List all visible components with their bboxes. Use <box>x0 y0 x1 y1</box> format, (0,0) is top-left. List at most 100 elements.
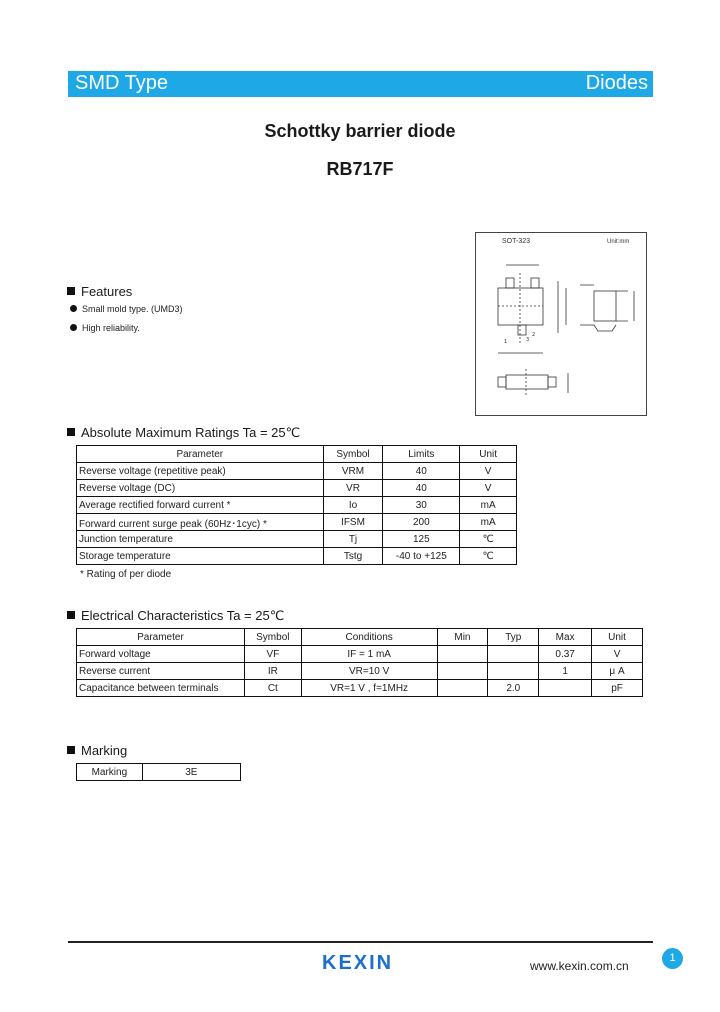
table-cell: Reverse voltage (repetitive peak) <box>76 462 324 480</box>
table-row: Storage temperature Tstg -40 to +125 ℃ <box>76 547 517 565</box>
table-cell: VR <box>322 479 384 497</box>
square-bullet-icon <box>67 746 75 754</box>
column-header: Parameter <box>76 628 245 646</box>
table-cell: 200 <box>382 513 461 531</box>
table-cell: 1 <box>538 662 593 680</box>
column-header: Symbol <box>243 628 302 646</box>
package-outline-drawing: SOT-323 Unit:mm <box>475 232 647 416</box>
svg-text:1: 1 <box>504 339 507 345</box>
table-cell: Reverse voltage (DC) <box>76 479 324 497</box>
table-cell <box>436 645 489 663</box>
feature-item: High reliability. <box>70 323 140 333</box>
table-cell: 125 <box>382 530 461 548</box>
table-row: Forward current surge peak (60Hz･1cyc) *… <box>76 513 517 531</box>
table-cell: IFSM <box>322 513 384 531</box>
column-header: Conditions <box>300 628 438 646</box>
table-cell: V <box>459 479 517 497</box>
abs-max-heading: Absolute Maximum Ratings Ta = 25℃ <box>67 425 300 441</box>
package-unit: Unit:mm <box>607 239 630 245</box>
table-cell: Storage temperature <box>76 547 324 565</box>
footer-url[interactable]: www.kexin.com.cn <box>530 959 629 973</box>
features-heading: Features <box>67 284 132 299</box>
table-cell: Tj <box>322 530 384 548</box>
table-row: Reverse voltage (DC) VR 40 V <box>76 479 517 497</box>
package-outline-svg: 1 2 3 <box>497 264 635 395</box>
elec-table: Parameter Symbol Conditions Min Typ Max … <box>76 628 643 697</box>
table-cell: -40 to +125 <box>382 547 461 565</box>
table-cell: Forward current surge peak (60Hz･1cyc) * <box>76 513 324 531</box>
feature-item: Small mold type. (UMD3) <box>70 304 183 314</box>
table-cell: 2.0 <box>487 679 540 697</box>
table-cell <box>487 662 540 680</box>
table-cell: 0.37 <box>538 645 593 663</box>
kexin-logo: KEXIN <box>322 952 394 974</box>
column-header: Parameter <box>76 445 324 463</box>
table-cell: Capacitance between terminals <box>76 679 245 697</box>
table-cell <box>487 645 540 663</box>
page-number-badge: 1 <box>662 948 683 969</box>
column-header: Limits <box>382 445 461 463</box>
footer-divider <box>68 941 653 943</box>
elec-heading: Electrical Characteristics Ta = 25℃ <box>67 608 284 624</box>
table-cell: 30 <box>382 496 461 514</box>
round-bullet-icon <box>70 305 77 312</box>
table-row: Forward voltage VF IF = 1 mA 0.37 V <box>76 645 643 663</box>
column-header: Min <box>436 628 489 646</box>
table-row: Marking 3E <box>76 763 242 781</box>
square-bullet-icon <box>67 287 75 295</box>
column-header: Unit <box>459 445 517 463</box>
table-cell: Io <box>322 496 384 514</box>
table-header-row: Parameter Symbol Limits Unit <box>76 445 517 463</box>
product-part-number: RB717F <box>326 159 394 179</box>
square-bullet-icon <box>67 428 75 436</box>
table-cell: mA <box>459 496 517 514</box>
table-cell <box>538 679 593 697</box>
table-cell: Average rectified forward current * <box>76 496 324 514</box>
table-cell: Forward voltage <box>76 645 245 663</box>
product-description: Schottky barrier diode <box>264 121 456 141</box>
table-cell: V <box>591 645 643 663</box>
header-left-label: SMD Type <box>75 72 168 94</box>
table-row: Reverse voltage (repetitive peak) VRM 40… <box>76 462 517 480</box>
header-banner: SMD Type Diodes <box>68 71 653 97</box>
table-cell: VF <box>243 645 302 663</box>
marking-value: 3E <box>141 763 242 781</box>
svg-text:3: 3 <box>526 337 529 343</box>
abs-max-note: * Rating of per diode <box>80 569 172 580</box>
table-cell <box>436 662 489 680</box>
column-header: Symbol <box>322 445 384 463</box>
table-cell: 40 <box>382 462 461 480</box>
table-cell: IR <box>243 662 302 680</box>
abs-max-table: Parameter Symbol Limits Unit Reverse vol… <box>76 445 517 565</box>
svg-text:2: 2 <box>532 332 535 338</box>
table-cell: V <box>459 462 517 480</box>
package-name: SOT-323 <box>502 238 531 245</box>
table-row: Junction temperature Tj 125 ℃ <box>76 530 517 548</box>
column-header: Typ <box>487 628 540 646</box>
square-bullet-icon <box>67 611 75 619</box>
table-cell: IF = 1 mA <box>300 645 438 663</box>
table-cell: μ A <box>591 662 643 680</box>
marking-heading: Marking <box>67 743 127 758</box>
table-cell: Junction temperature <box>76 530 324 548</box>
table-cell: ℃ <box>459 530 517 548</box>
table-cell: VR=10 V <box>300 662 438 680</box>
table-cell: VRM <box>322 462 384 480</box>
table-cell: mA <box>459 513 517 531</box>
table-cell: Ct <box>243 679 302 697</box>
table-cell: VR=1 V , f=1MHz <box>300 679 438 697</box>
table-cell: 40 <box>382 479 461 497</box>
table-cell <box>436 679 489 697</box>
table-row: Capacitance between terminals Ct VR=1 V … <box>76 679 643 697</box>
header-right-label: Diodes <box>585 72 648 94</box>
table-cell: ℃ <box>459 547 517 565</box>
column-header: Unit <box>591 628 643 646</box>
table-row: Reverse current IR VR=10 V 1 μ A <box>76 662 643 680</box>
table-cell: Tstg <box>322 547 384 565</box>
table-row: Average rectified forward current * Io 3… <box>76 496 517 514</box>
marking-table: Marking 3E <box>76 763 242 781</box>
table-header-row: Parameter Symbol Conditions Min Typ Max … <box>76 628 643 646</box>
table-cell: Reverse current <box>76 662 245 680</box>
table-cell: pF <box>591 679 643 697</box>
round-bullet-icon <box>70 324 77 331</box>
